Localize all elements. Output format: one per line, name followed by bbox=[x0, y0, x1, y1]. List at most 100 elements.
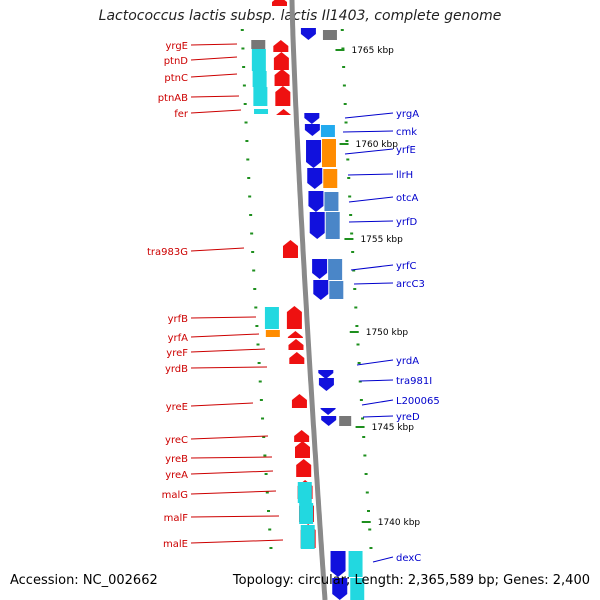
left-gene-label: ptnC bbox=[164, 73, 188, 84]
scale-label: 1745 kbp bbox=[372, 423, 415, 433]
gene-feature bbox=[309, 212, 325, 239]
gene-feature bbox=[321, 416, 337, 426]
left-gene-label: fer bbox=[174, 109, 189, 120]
right-gene-label: yrfE bbox=[396, 145, 416, 156]
gene-feature bbox=[308, 191, 324, 212]
right-leader-line bbox=[353, 282, 394, 285]
right-leader-line bbox=[361, 399, 394, 406]
left-leader-line bbox=[190, 333, 260, 338]
left-gene-label: tra983G bbox=[147, 247, 188, 258]
left-leader-line bbox=[190, 539, 284, 544]
backbone-line bbox=[289, 0, 328, 600]
gene-feature bbox=[273, 40, 289, 52]
right-gene-label: yrdA bbox=[396, 356, 419, 367]
right-leader-line bbox=[344, 148, 394, 155]
gene-feature bbox=[272, 0, 288, 6]
right-gene-label: otcA bbox=[396, 193, 419, 204]
gene-feature bbox=[320, 408, 336, 415]
left-leader-line bbox=[190, 402, 254, 407]
right-gene-label: cmk bbox=[396, 127, 417, 138]
right-leader-line bbox=[348, 196, 394, 203]
gene-feature bbox=[300, 525, 315, 549]
gene-feature bbox=[330, 551, 346, 577]
genome-summary-text: Topology: circular; Length: 2,365,589 bp… bbox=[232, 573, 590, 588]
gene-feature bbox=[324, 192, 339, 211]
right-leader-line bbox=[372, 556, 394, 563]
left-leader-line bbox=[190, 316, 257, 319]
gene-feature bbox=[289, 352, 305, 364]
genome-backbone bbox=[289, 0, 328, 600]
scale-label: 1740 kbp bbox=[378, 518, 421, 528]
right-gene-label: arcC3 bbox=[396, 279, 425, 290]
gene-labels: yrgEptnDptnCptnABfertra983GyrfByrfAyreFy… bbox=[147, 41, 440, 564]
gene-feature bbox=[304, 113, 320, 124]
gene-feature bbox=[299, 503, 314, 524]
left-gene-label: yreE bbox=[166, 402, 188, 413]
gene-feature bbox=[276, 109, 292, 115]
left-gene-label: ptnAB bbox=[158, 93, 188, 104]
gene-feature bbox=[300, 28, 316, 40]
gene-feature bbox=[296, 459, 312, 477]
left-gene-label: yrdB bbox=[165, 364, 188, 375]
gene-feature bbox=[295, 441, 311, 458]
left-gene-label: malF bbox=[164, 513, 189, 524]
right-gene-label: yrgA bbox=[396, 109, 419, 120]
gene-feature bbox=[339, 416, 352, 426]
gene-feature bbox=[323, 169, 338, 188]
gene-feature bbox=[287, 331, 303, 338]
gene-feature bbox=[306, 140, 322, 168]
left-gene-label: malG bbox=[162, 490, 188, 501]
left-leader-line bbox=[190, 247, 245, 252]
gene-feature bbox=[282, 240, 298, 258]
gene-feature bbox=[291, 394, 307, 408]
right-gene-label: dexC bbox=[396, 553, 421, 564]
left-leader-line bbox=[190, 109, 242, 114]
right-leader-line bbox=[344, 112, 394, 119]
left-leader-line bbox=[190, 56, 238, 61]
gene-features bbox=[251, 0, 365, 600]
left-leader-line bbox=[190, 348, 266, 353]
right-gene-label: L200065 bbox=[396, 396, 440, 407]
right-leader-line bbox=[348, 220, 394, 223]
gene-feature bbox=[318, 370, 334, 379]
gene-feature bbox=[294, 430, 310, 442]
gene-feature bbox=[254, 109, 269, 114]
left-leader-line bbox=[190, 490, 277, 495]
gene-feature bbox=[318, 378, 334, 391]
left-gene-label: yrfB bbox=[168, 314, 189, 325]
right-gene-label: yrfC bbox=[396, 261, 417, 272]
right-leader-line bbox=[350, 264, 394, 271]
gene-feature bbox=[328, 259, 343, 280]
gene-feature bbox=[313, 280, 329, 300]
gene-feature bbox=[251, 49, 266, 71]
scale-label: 1755 kbp bbox=[360, 235, 403, 245]
gene-feature bbox=[321, 139, 336, 167]
tick-marks: 1765 kbp 1760 kbp 1755 kbp 1750 kbp 1745 kbp… bbox=[240, 29, 421, 549]
gene-feature bbox=[320, 125, 335, 137]
left-leader-line bbox=[190, 95, 240, 98]
scale-label: 1750 kbp bbox=[366, 328, 409, 338]
left-leader-line bbox=[190, 435, 269, 440]
left-gene-label: yreC bbox=[165, 435, 188, 446]
genome-title: Lactococcus lactis subsp. lactis Il1403,… bbox=[98, 8, 502, 24]
scale-label: 1765 kbp bbox=[351, 46, 394, 56]
gene-feature bbox=[325, 212, 340, 239]
left-leader-line bbox=[190, 456, 273, 459]
gene-feature bbox=[332, 578, 348, 600]
left-gene-label: ptnD bbox=[164, 56, 189, 67]
gene-feature bbox=[348, 551, 363, 577]
left-leader-line bbox=[190, 470, 274, 475]
left-gene-label: yreB bbox=[165, 454, 188, 465]
left-gene-label: malE bbox=[163, 539, 188, 550]
gene-feature bbox=[273, 52, 289, 70]
gene-feature bbox=[304, 124, 320, 136]
scale-label: 1760 kbp bbox=[356, 140, 399, 150]
left-gene-label: yreF bbox=[166, 348, 188, 359]
gene-feature bbox=[297, 482, 312, 503]
right-leader-line bbox=[359, 379, 394, 382]
left-gene-label: yreA bbox=[165, 470, 188, 481]
left-leader-line bbox=[190, 73, 238, 78]
gene-feature bbox=[350, 578, 365, 600]
right-gene-label: llrH bbox=[396, 170, 413, 181]
